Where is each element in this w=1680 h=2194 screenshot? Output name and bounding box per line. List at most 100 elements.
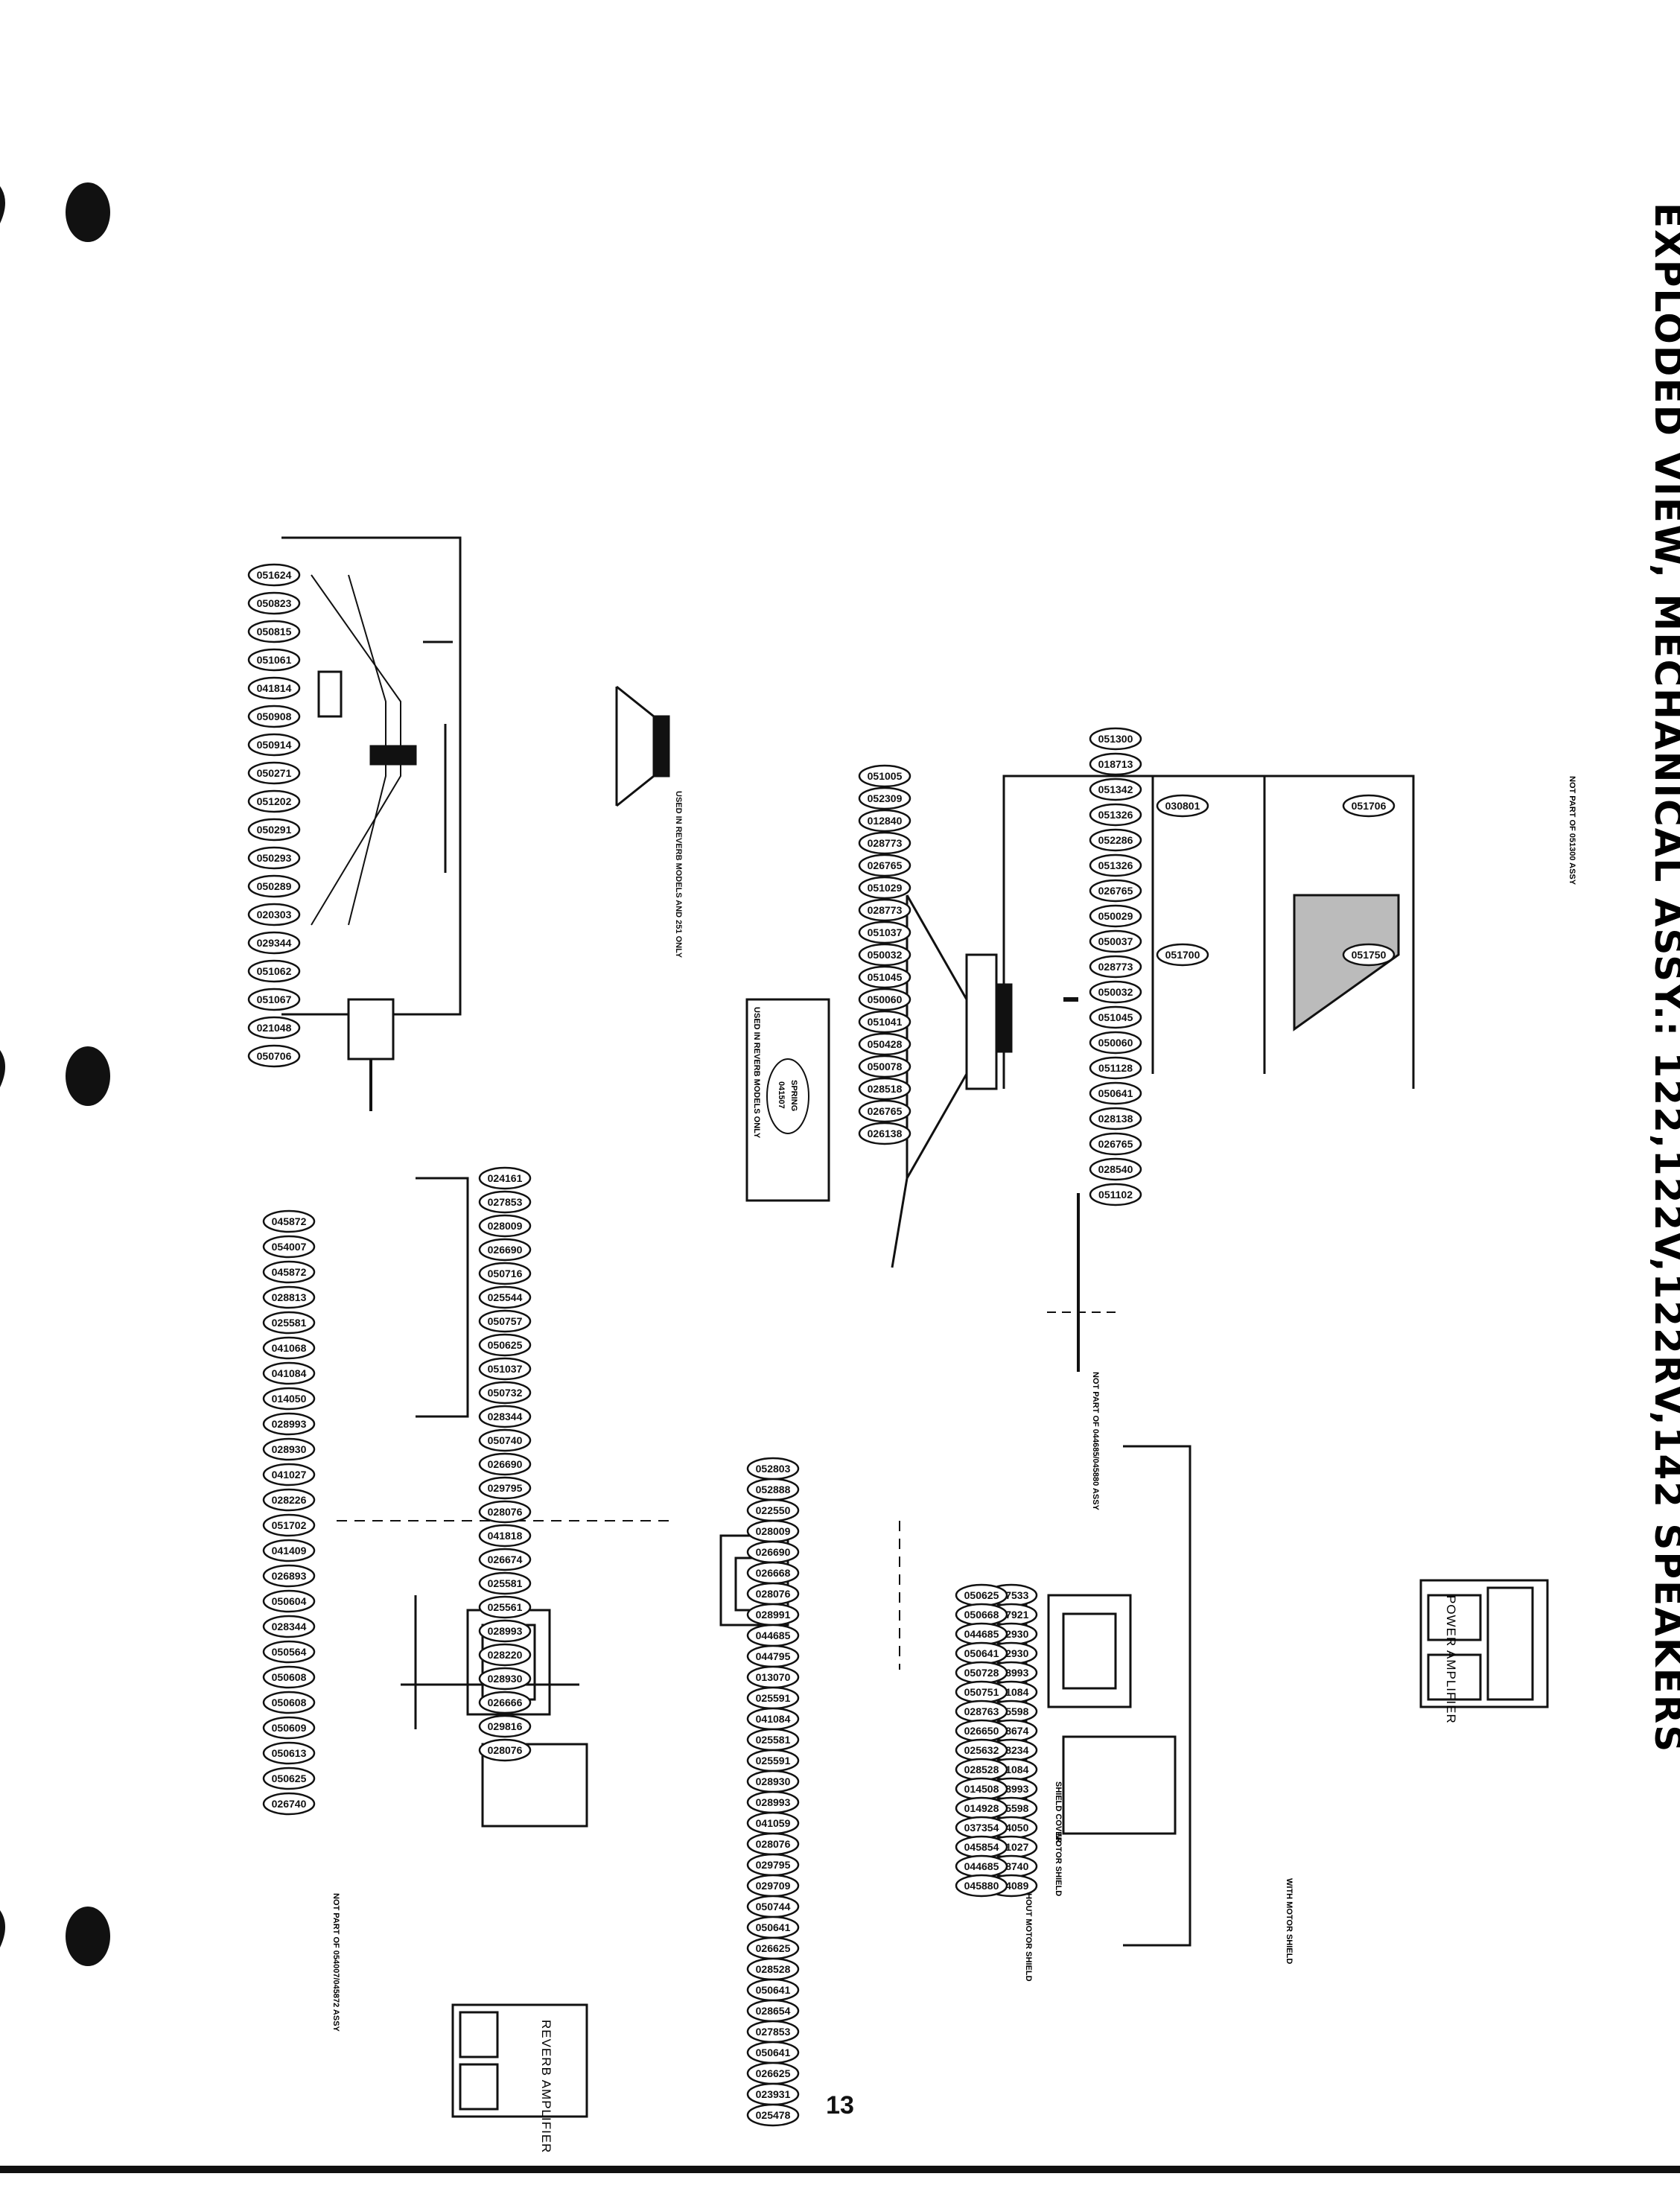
part-number: 050706 (257, 1050, 292, 1062)
callout-oval (858, 920, 911, 944)
part-number: 026666 (488, 1697, 523, 1708)
part-number: 050641 (756, 1984, 791, 1996)
callout-oval (478, 1214, 532, 1238)
part-number: 050604 (272, 1595, 307, 1607)
note-not-part-top: NOT PART OF 054007/045872 ASSY (331, 1893, 340, 2032)
part-number: 044685 (756, 1629, 791, 1641)
part-callout: 028773 (1089, 955, 1142, 979)
part-number: 041814 (257, 682, 292, 694)
part-callout: 028344 (262, 1615, 316, 1638)
part-number: 026765 (1098, 885, 1133, 897)
edge-mark-top (0, 186, 5, 223)
callout-oval (262, 1361, 316, 1385)
part-callout: 028993 (478, 1619, 532, 1643)
part-number: 022550 (756, 1504, 791, 1516)
part-callout: 044685 (955, 1622, 1008, 1646)
callout-oval (478, 1738, 532, 1762)
callout-oval (1089, 929, 1142, 953)
part-callout: 028773 (858, 898, 911, 922)
callout-oval (478, 1595, 532, 1619)
part-number: 051128 (1098, 1062, 1133, 1074)
callout-oval (1089, 1056, 1142, 1080)
callout-oval (478, 1262, 532, 1285)
part-number: 025591 (756, 1755, 791, 1767)
part-number: 052803 (756, 1463, 791, 1475)
part-number: 025591 (756, 1692, 791, 1704)
part-number: 025581 (488, 1577, 523, 1589)
part-number: 050668 (964, 1609, 999, 1621)
callout-oval (262, 1589, 316, 1613)
part-callout: 013070 (746, 1665, 800, 1689)
callout-oval (262, 1463, 316, 1486)
callout-oval (746, 2103, 800, 2127)
reverb-amplifier-label: REVERB AMPLIFIER (539, 2020, 553, 2153)
part-number: 041818 (488, 1530, 523, 1542)
callout-oval (478, 1524, 532, 1548)
part-callout: 024161 (478, 1166, 532, 1190)
part-callout: 045872 (262, 1209, 316, 1233)
part-number: 037354 (964, 1822, 999, 1834)
part-number: 028344 (272, 1621, 307, 1632)
callout-oval (262, 1311, 316, 1335)
callout-oval (478, 1238, 532, 1262)
part-callout: 026690 (478, 1452, 532, 1476)
part-callout: 051029 (858, 876, 911, 900)
callout-oval (478, 1333, 532, 1357)
callout-oval (478, 1476, 532, 1500)
callout-oval (858, 965, 911, 989)
part-number: 025478 (756, 2109, 791, 2121)
part-callout: 026765 (858, 853, 911, 877)
part-callout: 029795 (478, 1476, 532, 1500)
callout-oval (955, 1874, 1008, 1898)
part-callout: 051037 (858, 920, 911, 944)
part-callout: 026666 (478, 1691, 532, 1714)
part-number: 029795 (756, 1859, 791, 1871)
part-callout: 021048 (247, 1016, 301, 1040)
part-callout: 026765 (1089, 879, 1142, 903)
part-callout: 028226 (262, 1488, 316, 1512)
binder-hole-marks (0, 182, 110, 1966)
callout-oval (247, 789, 301, 813)
part-number: 026690 (488, 1458, 523, 1470)
callout-oval (262, 1260, 316, 1284)
edge-mark-bottom (0, 1910, 5, 1947)
note-without-motor-shield: WITHOUT MOTOR SHIELD (1024, 1878, 1033, 1982)
callout-oval (478, 1452, 532, 1476)
part-number: 050608 (272, 1697, 307, 1708)
part-callout: 041409 (262, 1539, 316, 1562)
part-callout: 051041 (858, 1010, 911, 1034)
callout-oval (858, 831, 911, 855)
part-number: 050608 (272, 1671, 307, 1683)
part-callout: 026674 (478, 1548, 532, 1571)
part-number: 050908 (257, 710, 292, 722)
part-number: 026668 (756, 1567, 791, 1579)
note-not-part-mid: NOT PART OF 044685/045880 ASSY (1091, 1372, 1100, 1511)
part-callout: 027853 (746, 2020, 800, 2044)
page-number: 13 (826, 2091, 854, 2120)
part-callout: 028813 (262, 1285, 316, 1309)
part-callout: 026690 (478, 1238, 532, 1262)
part-callout: 051326 (1089, 853, 1142, 877)
part-number: 052888 (756, 1484, 791, 1495)
part-number: 051300 (1098, 733, 1133, 745)
part-number: 028654 (756, 2005, 791, 2017)
part-callout: 029344 (247, 931, 301, 955)
part-number: 050428 (868, 1038, 903, 1050)
reverb-amplifier-box: REVERB AMPLIFIER (451, 2003, 588, 2153)
part-number: 051045 (1098, 1011, 1133, 1023)
part-callout: 014928 (955, 1796, 1008, 1820)
part-callout: 050613 (262, 1741, 316, 1765)
callout-oval (1089, 1005, 1142, 1029)
part-number: 051702 (272, 1519, 307, 1531)
part-callout: 050744 (746, 1895, 800, 1918)
callout-oval (478, 1619, 532, 1643)
part-number: 026674 (488, 1554, 523, 1565)
part-callout: 027853 (478, 1190, 532, 1214)
callout-oval (858, 1099, 911, 1123)
part-callout: 041059 (746, 1811, 800, 1835)
part-number: 050740 (488, 1434, 523, 1446)
callout-oval (478, 1405, 532, 1428)
callout-oval (858, 786, 911, 810)
part-callout: 028009 (478, 1214, 532, 1238)
part-callout: 050728 (955, 1661, 1008, 1685)
